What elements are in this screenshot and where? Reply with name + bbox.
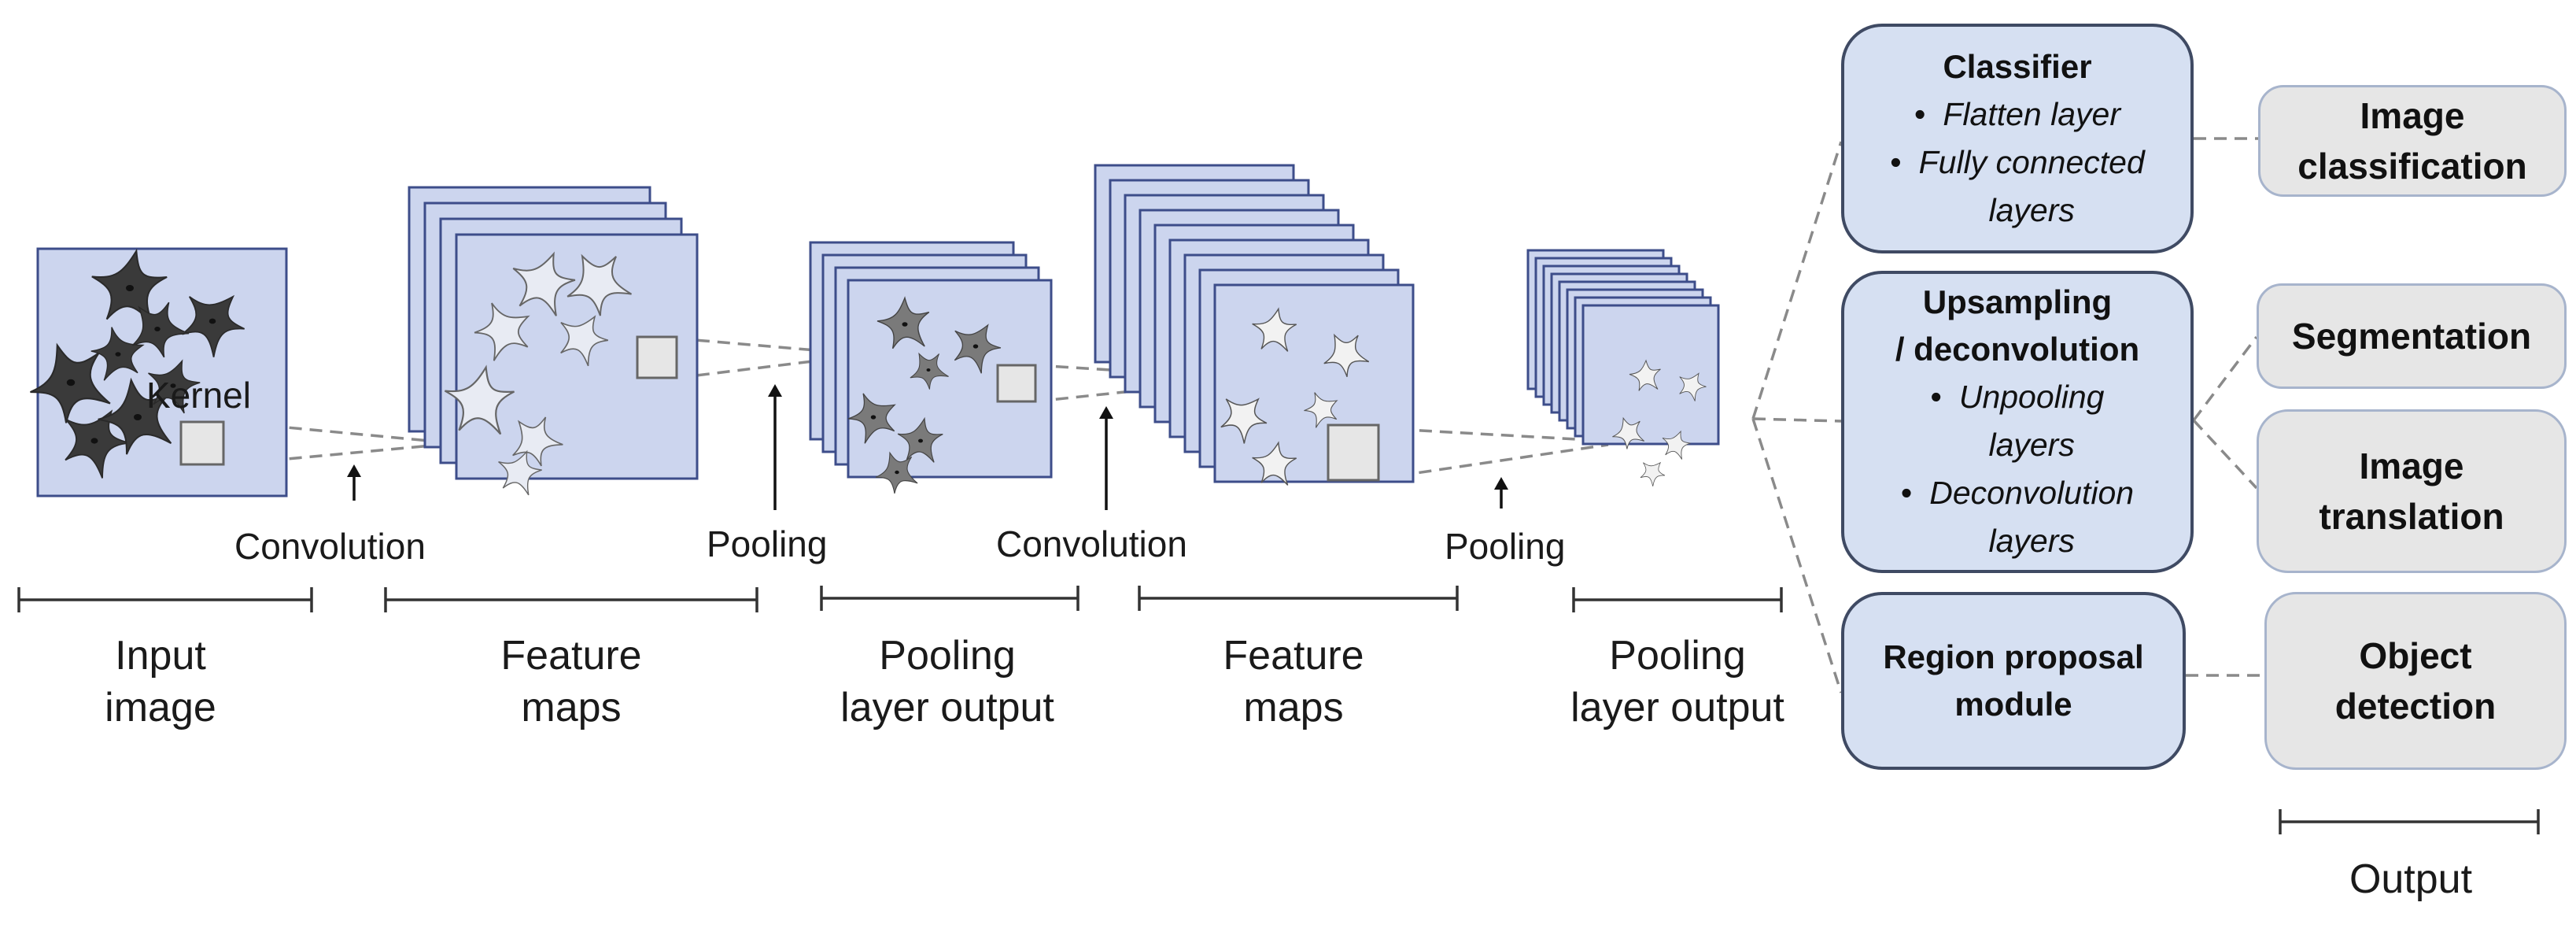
classifier-item-text: Flatten layer: [1943, 95, 2120, 132]
cell-nucleus: [115, 352, 121, 357]
kernel-square: [636, 335, 678, 379]
cell-nucleus: [170, 383, 176, 388]
layer-stacks: [17, 164, 1720, 499]
classifier-item: Fully connected layers: [1890, 139, 2145, 235]
kernel-square: [996, 364, 1037, 403]
region-proposal-title: Region proposal module: [1883, 638, 2144, 723]
projection-line: [227, 420, 430, 442]
cell-outline-icon: [1634, 453, 1670, 490]
stage-label-input-image: Input image: [82, 630, 239, 734]
projection-line: [676, 356, 846, 379]
cell-nucleus: [902, 322, 908, 327]
cell-nucleus: [895, 470, 899, 475]
stage-label-feature-maps: Feature maps: [1175, 630, 1412, 734]
cell-nucleus: [972, 344, 979, 349]
classifier-item: Flatten layer: [1890, 91, 2145, 139]
cell-nucleus: [126, 285, 134, 291]
image-translation-box: Image translation: [2257, 409, 2567, 573]
feature-maps-1: [408, 186, 699, 499]
operation-arrow-head: [1099, 406, 1113, 419]
upsampling-item-text: Deconvolution layers: [1929, 475, 2135, 559]
image-classification-label: Image classification: [2297, 95, 2527, 187]
cell-nucleus: [66, 379, 76, 386]
classifier-list: Flatten layer Fully connected layers: [1890, 91, 2145, 235]
object-detection-label: Object detection: [2334, 635, 2497, 727]
operation-label-convolution: Convolution: [996, 523, 1187, 564]
object-detection-box: Object detection: [2264, 592, 2567, 770]
classifier-box: Classifier Flatten layer Fully connected…: [1841, 24, 2194, 253]
output-connector-line: [2192, 419, 2258, 490]
projection-line: [1378, 443, 1609, 480]
stage-label-feature-maps: Feature maps: [453, 630, 689, 734]
head-connector-line: [1751, 418, 1843, 693]
kernel-square: [179, 420, 225, 466]
stage-label-text: Feature maps: [500, 633, 642, 730]
cell-nucleus: [134, 414, 142, 420]
operation-label-pooling: Pooling: [1445, 526, 1566, 567]
pooling-output-2: [1526, 249, 1720, 490]
output-connector-line: [2192, 335, 2258, 422]
cell-nucleus: [926, 368, 931, 372]
stage-label-text: Input image: [105, 633, 216, 730]
image-classification-box: Image classification: [2258, 85, 2567, 197]
cell-nucleus: [154, 327, 161, 331]
projection-line: [676, 337, 844, 354]
classifier-title: Classifier: [1943, 47, 2092, 85]
operation-arrow-head: [347, 464, 361, 477]
upsampling-title: Upsampling / deconvolution: [1895, 283, 2140, 368]
projection-line: [227, 444, 432, 466]
segmentation-label: Segmentation: [2291, 316, 2532, 357]
upsampling-box: Upsampling / deconvolution Unpooling lay…: [1841, 271, 2194, 573]
head-connector-line: [1752, 417, 1842, 423]
operation-arrows: [347, 384, 1508, 510]
cell-nucleus: [870, 415, 877, 420]
region-proposal-box: Region proposal module: [1841, 592, 2186, 770]
kernel-square: [1327, 423, 1380, 482]
input-image: [17, 243, 288, 497]
stage-label-pooling-output: Pooling layer output: [1544, 630, 1811, 734]
connector-lines: [227, 137, 2264, 693]
operation-arrow-head: [1494, 477, 1508, 490]
feature-maps-2: [1094, 164, 1415, 489]
cell-nucleus: [918, 438, 923, 443]
stage-label-pooling-output: Pooling layer output: [814, 630, 1081, 734]
upsampling-item: Unpooling layers: [1901, 373, 2134, 469]
image-translation-label: Image translation: [2319, 446, 2504, 537]
operation-arrow-head: [768, 384, 782, 397]
stage-label-output: Output: [2349, 856, 2473, 902]
stage-label-text: Feature maps: [1223, 633, 1364, 730]
feature-map-layer: [1213, 283, 1415, 483]
stage-label-text: Pooling layer output: [840, 633, 1054, 730]
cell-nucleus: [90, 438, 98, 444]
operation-label-pooling: Pooling: [707, 523, 828, 564]
stage-brackets: [17, 586, 2540, 834]
kernel-label: Kernel: [146, 375, 251, 416]
head-connector-line: [1751, 141, 1843, 420]
pooling-output-1: [809, 241, 1053, 498]
upsampling-item: Deconvolution layers: [1901, 469, 2134, 565]
projection-line: [1378, 427, 1606, 442]
upsampling-list: Unpooling layers Deconvolution layers: [1901, 373, 2134, 565]
stage-label-text: Pooling layer output: [1570, 633, 1784, 730]
segmentation-box: Segmentation: [2257, 283, 2567, 389]
upsampling-item-text: Unpooling layers: [1958, 379, 2105, 463]
operation-label-convolution: Convolution: [234, 526, 426, 567]
classifier-item-text: Fully connected layers: [1918, 143, 2145, 228]
cell-nucleus: [209, 318, 216, 324]
